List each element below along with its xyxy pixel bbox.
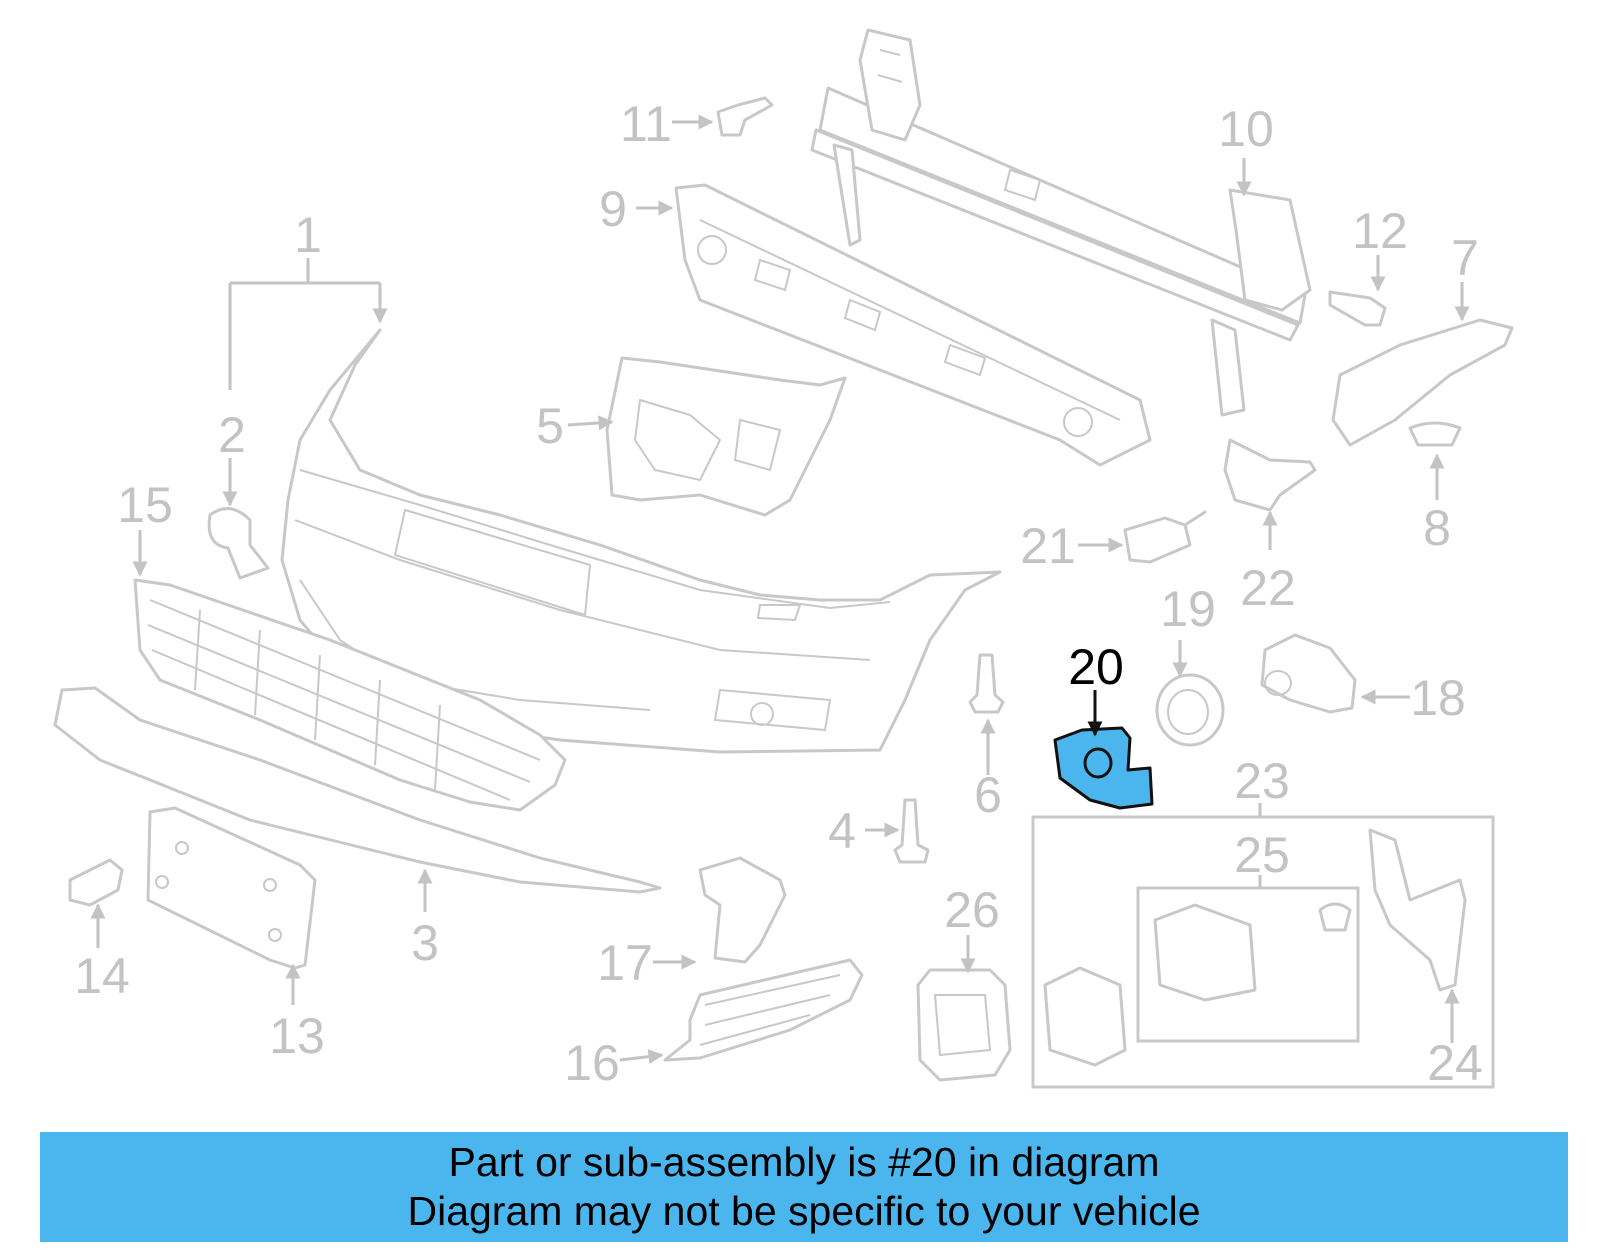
fog-lamp-grille (663, 958, 864, 1062)
assembly-box-23 (1031, 815, 1495, 1089)
lower-grille (133, 578, 567, 812)
callout-26: 26 (944, 882, 1000, 938)
license-plate-bracket (146, 806, 317, 970)
bracket-22 (1223, 438, 1317, 512)
bracket-5 (605, 356, 847, 517)
callout-15: 15 (117, 477, 173, 533)
camera-housing-26 (916, 968, 1012, 1082)
callout-9: 9 (599, 181, 627, 237)
callout-4: 4 (828, 803, 856, 859)
banner-line-2: Diagram may not be specific to your vehi… (407, 1188, 1201, 1234)
tow-hook-cover (207, 507, 270, 580)
bracket-7 (1331, 318, 1514, 447)
clip-14 (68, 858, 124, 907)
callout-21: 21 (1020, 518, 1076, 574)
sensor-bracket-20 (1053, 726, 1154, 810)
bumper-reinforcement-beam (810, 28, 1312, 417)
callout-11: 11 (620, 96, 672, 152)
bumper-cover (280, 328, 1002, 754)
callout-2: 2 (218, 407, 246, 463)
energy-absorber (674, 183, 1152, 467)
bracket-17 (698, 856, 787, 964)
callout-8: 8 (1423, 500, 1451, 556)
callout-17: 17 (597, 935, 653, 991)
sensor-21 (1123, 510, 1207, 564)
bolt-11 (716, 96, 774, 137)
callout-3: 3 (411, 915, 439, 971)
callout-14: 14 (74, 948, 130, 1004)
callout-23: 23 (1234, 753, 1290, 809)
callout-labels: 1 2 3 4 5 6 7 8 9 10 11 12 13 14 15 16 1… (74, 96, 1483, 1091)
callout-13: 13 (269, 1008, 325, 1064)
callout-19: 19 (1160, 581, 1216, 637)
info-banner: Part or sub-assembly is #20 in diagram D… (40, 1132, 1568, 1242)
callout-12: 12 (1352, 203, 1408, 259)
screw-4 (893, 798, 930, 864)
bushing-12 (1328, 290, 1387, 327)
callout-20: 20 (1068, 639, 1124, 695)
callout-18: 18 (1410, 670, 1466, 726)
callout-22: 22 (1240, 560, 1296, 616)
callout-5: 5 (536, 398, 564, 454)
callout-10: 10 (1218, 101, 1274, 157)
screw-6 (968, 653, 1005, 714)
callout-24: 24 (1427, 1035, 1483, 1091)
sensor-ring-19 (1155, 673, 1225, 747)
callout-1: 1 (294, 207, 322, 263)
callout-25: 25 (1234, 827, 1290, 883)
grommet-8 (1408, 421, 1462, 447)
park-sensor-18 (1260, 633, 1357, 714)
callout-16: 16 (564, 1035, 620, 1091)
callout-6: 6 (974, 767, 1002, 823)
banner-line-1: Part or sub-assembly is #20 in diagram (448, 1139, 1160, 1185)
callout-7: 7 (1451, 230, 1479, 286)
lower-spoiler (53, 686, 662, 894)
leader-lines (90, 114, 1470, 1065)
